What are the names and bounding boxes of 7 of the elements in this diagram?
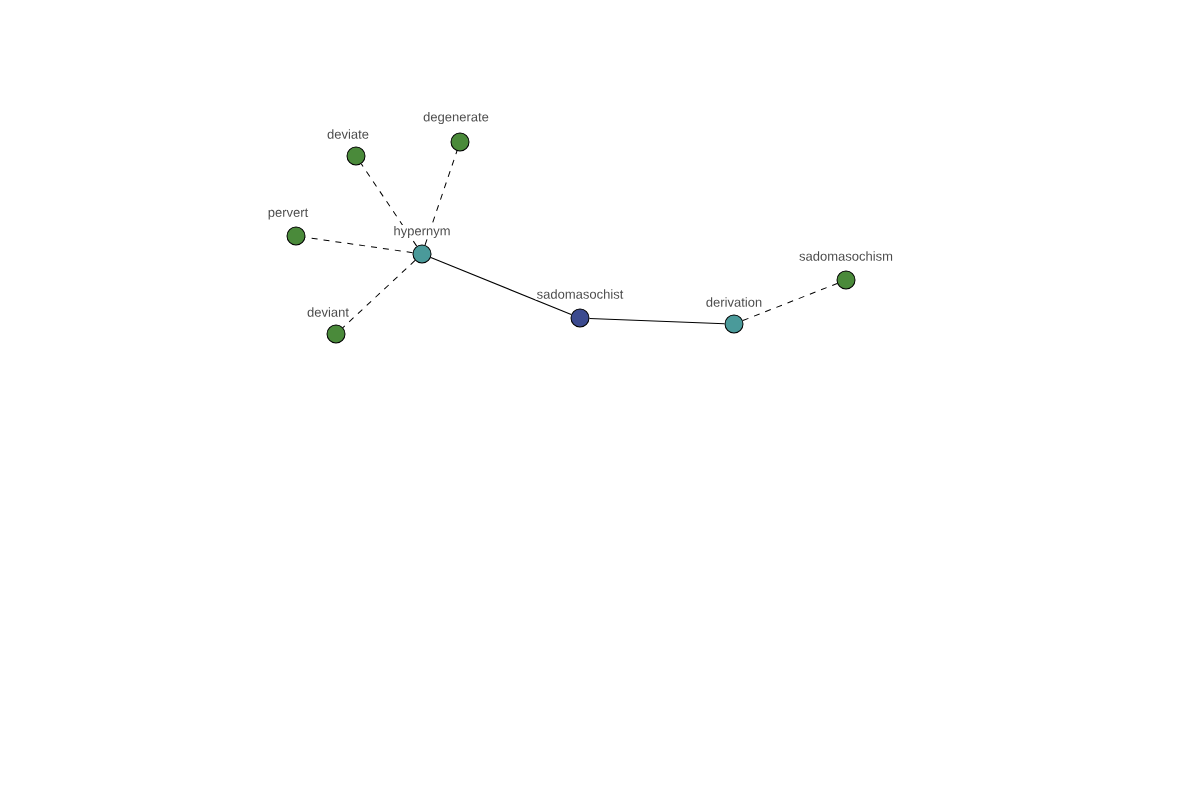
connector-line bbox=[360, 163, 418, 247]
connector-line bbox=[304, 236, 414, 254]
connector-line bbox=[424, 150, 458, 246]
connector-line bbox=[430, 257, 572, 315]
connector-line bbox=[742, 283, 838, 322]
connector-line bbox=[342, 260, 416, 329]
connector-line bbox=[589, 317, 725, 325]
